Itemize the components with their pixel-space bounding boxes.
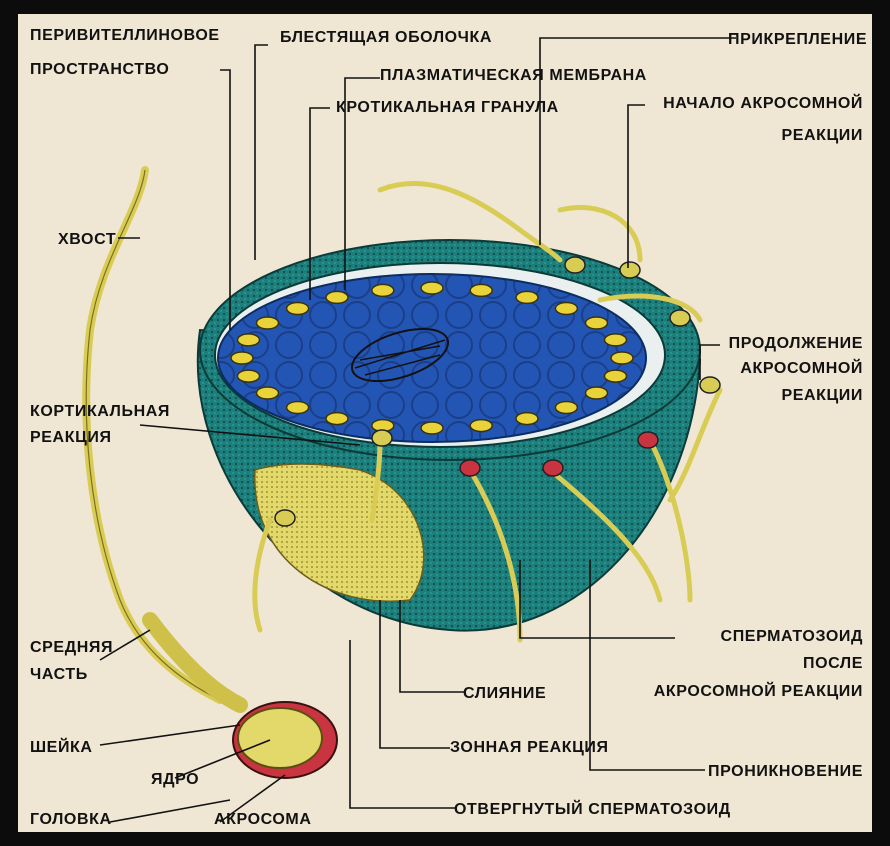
cortical-granule xyxy=(231,352,253,364)
label-acrosome-continue-line2: АКРОСОМНОЙ xyxy=(658,359,863,379)
cortical-granule xyxy=(238,334,260,346)
label-zona-pellucida: БЛЕСТЯЩАЯ ОБОЛОЧКА xyxy=(280,28,492,48)
sperm-head xyxy=(543,460,563,476)
label-neck: ШЕЙКА xyxy=(30,738,93,758)
cortical-granule xyxy=(257,387,279,399)
cortical-granule xyxy=(257,317,279,329)
cortical-granule xyxy=(326,291,348,303)
cortical-granule xyxy=(372,284,394,296)
cortical-granule xyxy=(287,303,309,315)
sperm-head xyxy=(460,460,480,476)
label-sperm-after-line1: СПЕРМАТОЗОИД xyxy=(618,627,863,647)
label-midpiece-line2: ЧАСТЬ xyxy=(30,665,88,685)
label-acrosome-continue-line1: ПРОДОЛЖЕНИЕ xyxy=(658,334,863,354)
sperm-head xyxy=(275,510,295,526)
label-midpiece-line1: СРЕДНЯЯ xyxy=(30,638,113,658)
sperm-head xyxy=(233,702,337,778)
sperm-head xyxy=(372,430,392,446)
cortical-granule xyxy=(555,303,577,315)
cortical-granule xyxy=(605,334,627,346)
cortical-granule xyxy=(421,282,443,294)
label-sperm-after-line3: АКРОСОМНОЙ РЕАКЦИИ xyxy=(618,682,863,702)
label-plasma-membrane: ПЛАЗМАТИЧЕСКАЯ МЕМБРАНА xyxy=(380,66,647,86)
sperm-head xyxy=(670,310,690,326)
label-attachment: ПРИКРЕПЛЕНИЕ xyxy=(728,30,867,50)
label-nucleus: ЯДРО xyxy=(151,770,199,790)
label-head: ГОЛОВКА xyxy=(30,810,112,830)
label-zona-reaction: ЗОННАЯ РЕАКЦИЯ xyxy=(450,738,609,758)
sperm-head xyxy=(620,262,640,278)
sperm-head xyxy=(565,257,585,273)
cortical-granule xyxy=(470,284,492,296)
cortical-granule xyxy=(287,402,309,414)
sperm-head xyxy=(638,432,658,448)
cortical-granule xyxy=(421,422,443,434)
cortical-granule xyxy=(326,413,348,425)
label-sperm-after-line2: ПОСЛЕ xyxy=(618,654,863,674)
label-perivitelline-line1: ПЕРИВИТЕЛЛИНОВОЕ xyxy=(30,26,220,46)
cortical-granule xyxy=(516,413,538,425)
label-acrosome-start-line2: РЕАКЦИИ xyxy=(618,126,863,146)
cortical-granule xyxy=(238,370,260,382)
cortical-granule xyxy=(555,402,577,414)
label-tail: ХВОСТ xyxy=(58,230,116,250)
label-perivitelline-line2: ПРОСТРАНСТВО xyxy=(30,60,169,80)
cortical-granule xyxy=(605,370,627,382)
label-acrosome-continue-line3: РЕАКЦИИ xyxy=(658,386,863,406)
label-acrosome: АКРОСОМА xyxy=(214,810,312,830)
cortical-granule xyxy=(611,352,633,364)
cortical-granule xyxy=(586,387,608,399)
diagram-panel: ПЕРИВИТЕЛЛИНОВОЕ ПРОСТРАНСТВО БЛЕСТЯЩАЯ … xyxy=(18,14,872,832)
label-acrosome-start-line1: НАЧАЛО АКРОСОМНОЙ xyxy=(618,94,863,114)
cortical-granule xyxy=(586,317,608,329)
label-cortical-reaction-line1: КОРТИКАЛЬНАЯ xyxy=(30,402,170,422)
label-rejected-sperm: ОТВЕРГНУТЫЙ СПЕРМАТОЗОИД xyxy=(454,800,731,820)
label-penetration: ПРОНИКНОВЕНИЕ xyxy=(658,762,863,782)
cortical-granule xyxy=(470,420,492,432)
label-cortical-granule: КРОТИКАЛЬНАЯ ГРАНУЛА xyxy=(336,98,559,118)
cortical-granule xyxy=(516,291,538,303)
label-cortical-reaction-line2: РЕАКЦИЯ xyxy=(30,428,112,448)
label-fusion: СЛИЯНИЕ xyxy=(463,684,546,704)
cytoplasm xyxy=(218,274,646,442)
